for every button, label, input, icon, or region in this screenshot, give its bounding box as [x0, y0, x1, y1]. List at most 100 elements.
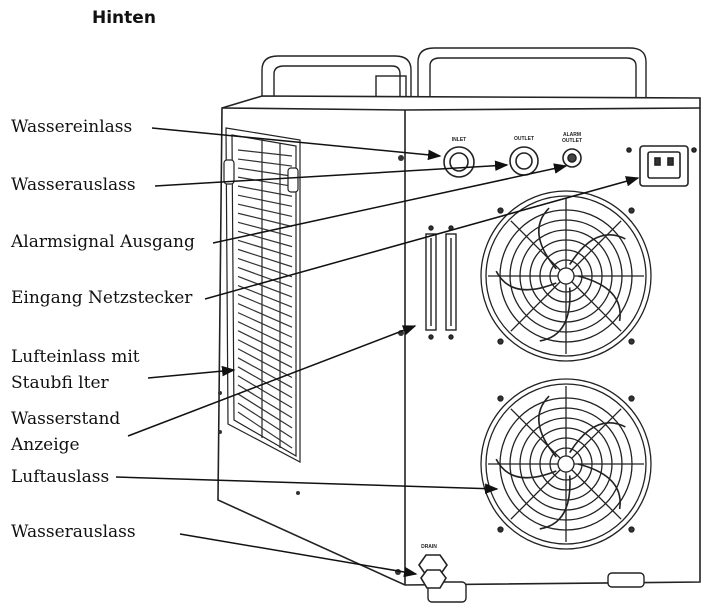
arrow-air-inlet — [147, 365, 236, 379]
grille-slat — [237, 203, 293, 217]
grille-slat — [237, 366, 293, 399]
water-inlet-fitting — [443, 146, 475, 178]
drain-tag: DRAIN — [421, 544, 437, 550]
water-outlet-fitting — [509, 146, 539, 176]
carry-handle — [261, 47, 647, 110]
fan-hub — [557, 267, 575, 285]
grille-slat — [237, 194, 293, 207]
grille-slat — [237, 339, 293, 368]
grille-slat — [237, 221, 293, 238]
fan-blade — [538, 395, 557, 458]
inlet-tag: INLET — [452, 137, 466, 143]
fan-blade — [539, 475, 571, 530]
fan-screw — [497, 207, 504, 214]
fan-blade — [569, 234, 626, 266]
fan-guard-spoke — [510, 463, 567, 520]
grille-slat — [237, 266, 293, 288]
arrow-alarm — [212, 163, 568, 244]
fan-blade — [577, 463, 621, 510]
label-drain: Wasserauslass — [11, 522, 136, 542]
grille-bars — [237, 149, 293, 449]
arrow-drain — [179, 533, 418, 578]
fan-guard-spoke — [565, 275, 622, 332]
outlet-tag: OUTLET — [514, 136, 534, 142]
grille-slat — [237, 176, 293, 187]
fan-housing — [480, 190, 652, 362]
grille-slat — [237, 284, 293, 308]
arrow-water-outlet — [154, 160, 509, 187]
arrow-air-outlet — [115, 476, 499, 494]
grille-slat — [237, 275, 293, 298]
fan-screw — [628, 395, 635, 402]
arrow-water-inlet — [151, 127, 442, 161]
label-air-inlet-2: Staubfi lter — [11, 373, 109, 393]
grille-slat — [237, 149, 293, 157]
fan-guard-spoke — [565, 220, 622, 277]
grille-slat — [237, 321, 293, 348]
label-water-inlet: Wassereinlass — [11, 117, 133, 137]
grille-slat — [237, 357, 293, 389]
label-water-level-2: Anzeige — [11, 435, 80, 455]
grille-slat — [237, 348, 293, 379]
grille-slat — [237, 248, 293, 268]
diagram-title: Hinten — [92, 8, 156, 28]
fan-screw — [628, 338, 635, 345]
grille-slat — [237, 411, 293, 449]
fan-blade — [577, 275, 621, 322]
grille-slat — [237, 375, 293, 409]
unit-body — [217, 95, 701, 586]
grille-slat — [237, 158, 293, 167]
fan-blade — [569, 422, 626, 454]
leader-arrows — [115, 127, 640, 578]
arrow-water-level — [127, 325, 417, 437]
fan-ring — [485, 383, 647, 545]
label-water-level-1: Wasserstand — [11, 409, 121, 429]
fan-blade — [495, 458, 557, 479]
label-power-input: Eingang Netzstecker — [11, 288, 193, 308]
fan-hub — [557, 455, 575, 473]
fan-guard-spoke — [565, 463, 622, 520]
alarm-tag-1: ALARM — [563, 132, 581, 138]
fan-screw — [628, 526, 635, 533]
grille-slat — [237, 212, 293, 228]
arrow-power — [204, 176, 640, 300]
fan-blade — [495, 270, 557, 291]
fan-upper — [480, 190, 652, 362]
fan-screw — [628, 207, 635, 214]
fan-guard-spoke — [510, 275, 567, 332]
power-socket — [626, 145, 697, 187]
grille-slat — [237, 393, 293, 429]
fan-housing — [480, 378, 652, 550]
alarm-tag-2: OUTLET — [562, 138, 582, 144]
fan-screw — [497, 526, 504, 533]
label-air-inlet-1: Lufteinlass mit — [11, 347, 140, 367]
grille-slat — [237, 293, 293, 318]
fan-ring — [485, 195, 647, 357]
alarm-connector — [562, 148, 582, 168]
fan-screw — [497, 338, 504, 345]
fan-blade — [539, 287, 571, 342]
grille-slat — [237, 303, 293, 328]
fan-guard-spoke — [510, 408, 567, 465]
label-air-outlet: Luftauslass — [11, 467, 110, 487]
grille-latch — [223, 159, 299, 193]
water-level-gauge — [425, 225, 457, 340]
grille-slat — [237, 185, 293, 197]
grille-slat — [237, 239, 293, 258]
grille-slat — [237, 330, 293, 358]
label-water-outlet: Wasserauslass — [11, 175, 136, 195]
grille-slat — [237, 402, 293, 439]
fan-screw — [497, 395, 504, 402]
drain-fitting — [418, 554, 448, 589]
grille-slat — [237, 312, 293, 338]
fan-lower — [480, 378, 652, 550]
label-alarm-output: Alarmsignal Ausgang — [11, 232, 195, 252]
fan-guard-spoke — [565, 408, 622, 465]
grille-slat — [237, 230, 293, 248]
fan-guard-spoke — [510, 220, 567, 277]
grille-slat — [237, 167, 293, 177]
grille-slat — [237, 257, 293, 278]
fan-blade — [538, 207, 557, 270]
